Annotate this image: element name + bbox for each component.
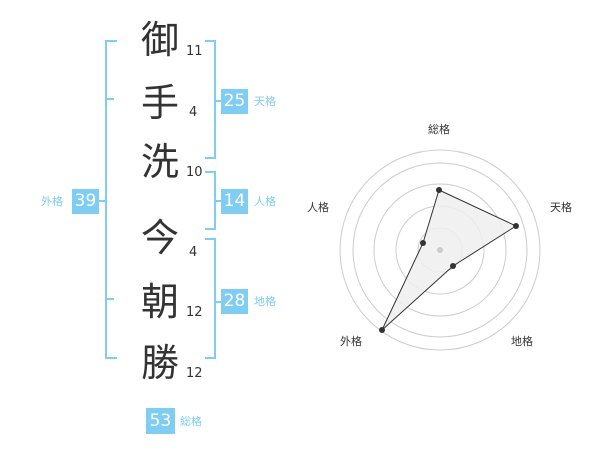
name-char-4-strokes: 4 [189,245,198,260]
radar-label-jinkaku: 人格 [307,201,329,214]
radar-point-tenkaku [513,223,519,229]
name-char-2: 手 [140,81,179,125]
jinkaku-value-box: 14 [221,189,248,214]
name-char-3: 洗 [140,140,179,184]
radar-grid-ring-4 [352,162,528,338]
soukaku-label: 総格 [180,415,202,428]
tenkaku-label: 天格 [254,95,276,108]
chikaku-bracket [205,238,216,359]
radar-point-gaikaku [379,327,385,333]
name-char-4: 今 [140,216,179,260]
name-char-1: 御 [140,18,179,62]
name-char-2-strokes: 4 [189,105,198,120]
radar-label-tenkaku: 天格 [550,201,572,214]
radar-label-soukaku: 総格 [428,123,450,136]
name-char-6: 勝 [140,341,179,385]
radar-point-jinkaku [420,240,426,246]
gaikaku-label: 外格 [41,195,63,208]
radar-label-chikaku: 地格 [511,335,533,348]
radar-grid-ring-3 [373,183,507,317]
name-char-5: 朝 [140,280,179,324]
chikaku-value-box: 28 [221,289,248,314]
radar-polygon [381,189,518,331]
chikaku-label: 地格 [254,295,276,308]
tenkaku-value-box: 25 [221,89,248,114]
jinkaku-label: 人格 [254,195,276,208]
name-char-6-strokes: 12 [186,366,203,381]
gaikaku-value-box: 39 [72,189,99,214]
radar-center-dot [437,247,443,253]
name-char-3-strokes: 10 [186,165,203,180]
radar-grid-ring-5 [339,149,541,351]
soukaku-value-box: 53 [146,408,175,434]
gaikaku-bracket [105,40,117,359]
radar-label-gaikaku: 外格 [340,335,362,348]
name-char-5-strokes: 12 [186,305,203,320]
name-char-1-strokes: 11 [186,44,203,59]
tenkaku-bracket [205,40,216,159]
radar-point-soukaku [436,187,442,193]
radar-point-chikaku [450,263,456,269]
